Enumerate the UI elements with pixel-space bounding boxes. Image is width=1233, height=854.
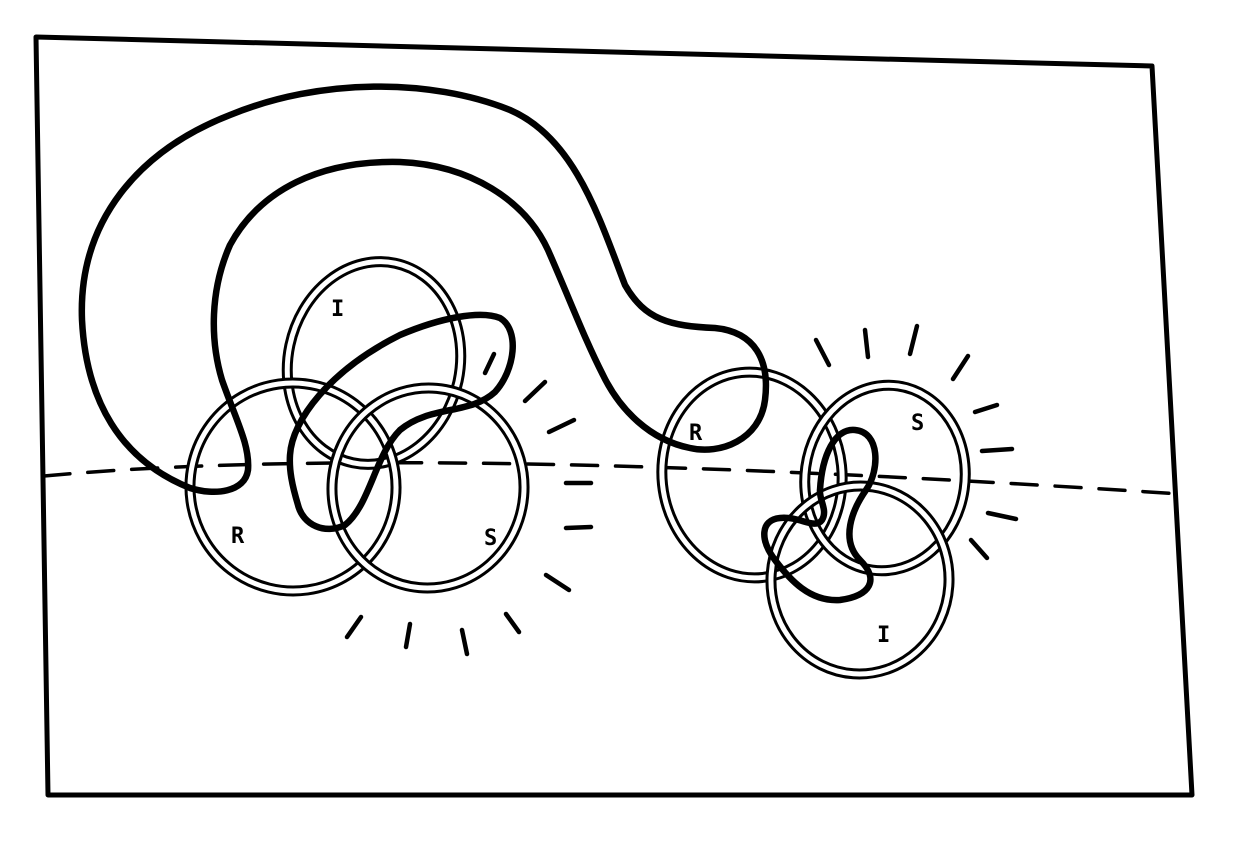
label-R-right: R	[689, 421, 703, 446]
dashed-horizon-line	[42, 460, 1182, 496]
ring-S-left	[326, 382, 530, 594]
label-I-right: I	[877, 623, 890, 648]
label-S-left: S	[484, 526, 497, 551]
ring-S-right	[799, 379, 971, 577]
emphasis-rays-left	[344, 351, 594, 657]
rope-lobe-left	[286, 311, 516, 533]
label-I-left: I	[331, 297, 344, 322]
ring-R-left	[184, 377, 402, 597]
emphasis-rays-right	[813, 323, 1019, 561]
label-S-right: S	[911, 411, 924, 436]
connecting-rope	[78, 83, 770, 496]
ring-R-right	[656, 366, 848, 584]
ring-I-left	[281, 256, 467, 470]
frame-border	[33, 34, 1195, 798]
left-ring-cluster: I R S	[184, 256, 530, 597]
rope-knot-right	[761, 426, 879, 604]
label-R-left: R	[231, 524, 245, 549]
